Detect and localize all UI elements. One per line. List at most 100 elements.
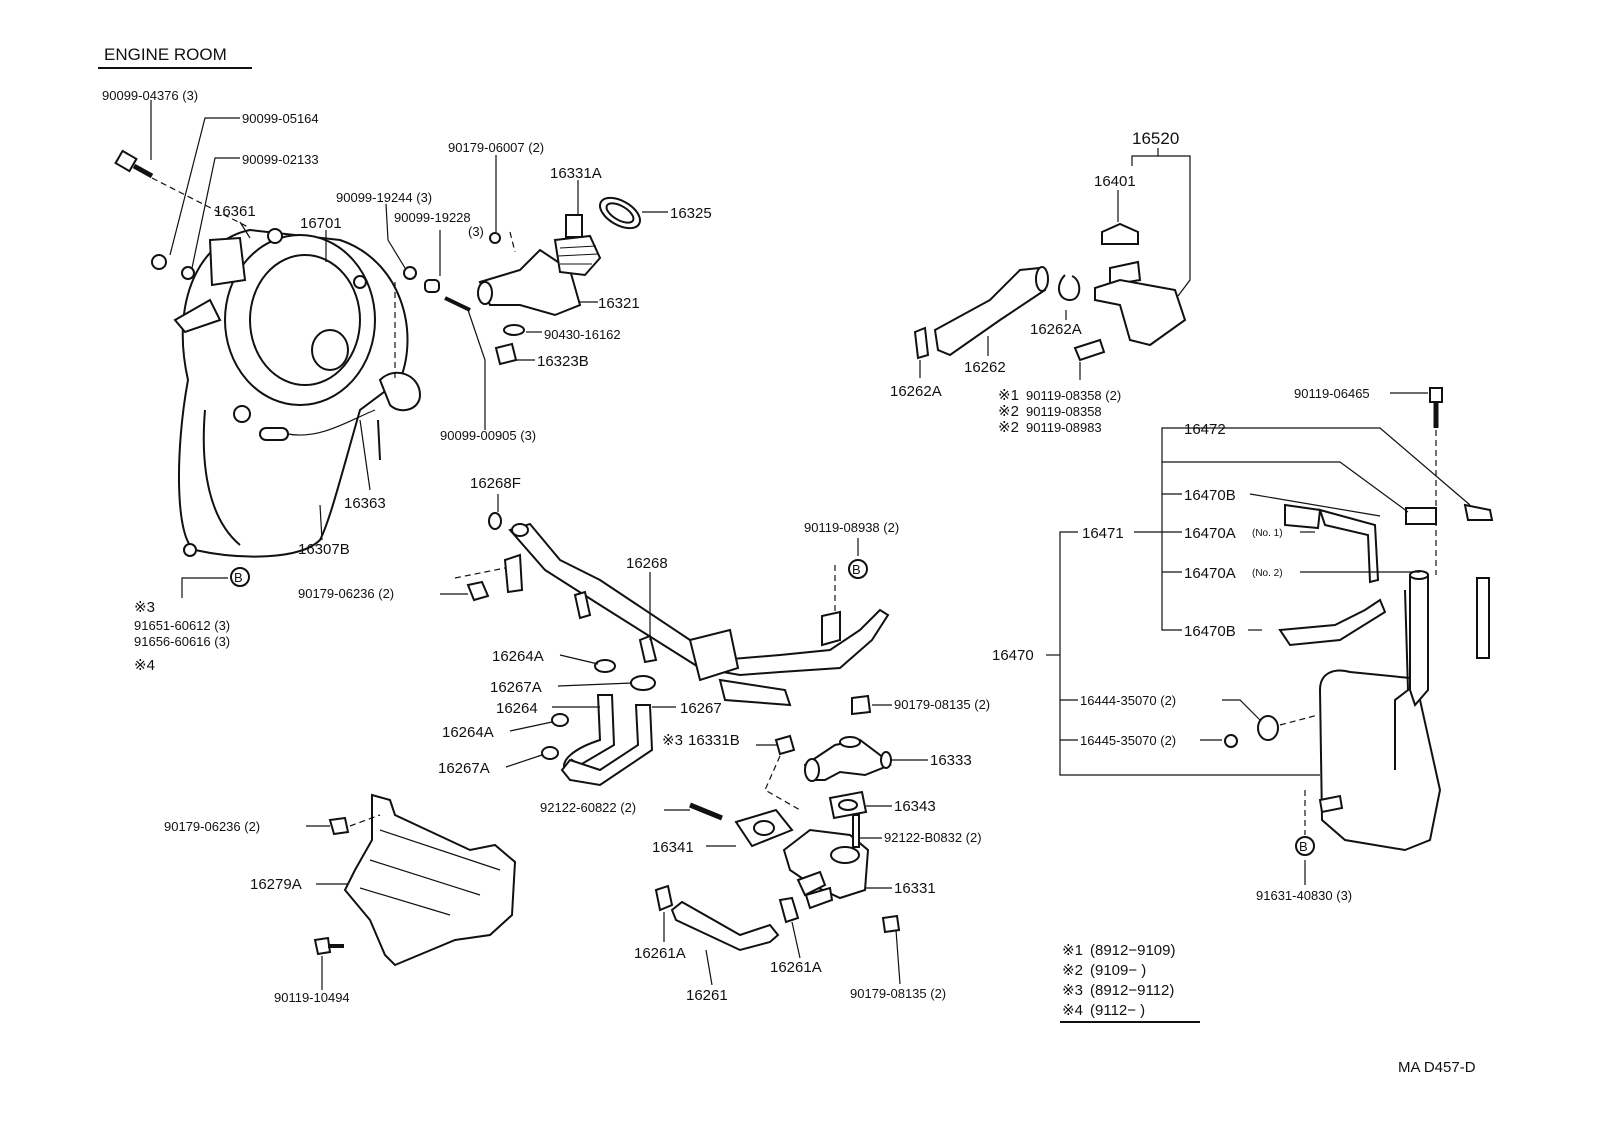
label-16268: 16268 [626,555,668,572]
reserve-tank-drawing [1278,387,1494,852]
heater-hoses-drawing [541,659,656,787]
bypass-pipe-drawing [503,522,890,707]
label-91651-60612: 91651-60612 (3) [134,618,230,633]
label-16361: 16361 [214,203,256,220]
label-90099-02133: 90099-02133 [242,152,319,167]
label-16267a-1: 16267A [490,679,542,696]
label-16470b-top: 16470B [1184,487,1236,504]
collar-icon [424,279,440,293]
label-16261: 16261 [686,987,728,1004]
mark-s2a: ※2 [998,403,1019,420]
label-16307b: 16307B [298,541,350,558]
label-16323b: 16323B [537,353,589,370]
label-16520: 16520 [1132,129,1179,148]
label-16325: 16325 [670,205,712,222]
label-16264a-1: 16264A [492,648,544,665]
bolt-icon [114,149,154,179]
label-90179-06236-low: 90179-06236 (2) [164,819,260,834]
mark-3b: ※3 [662,732,683,749]
label-90119-08983: 90119-08983 [1026,420,1102,435]
clamp-icon [1257,715,1279,741]
figure-code: MA D457-D [1398,1059,1476,1076]
label-16343: 16343 [894,798,936,815]
label-16341: 16341 [652,839,694,856]
label-90119-06465: 90119-06465 [1294,386,1370,401]
label-91656-60616: 91656-60616 (3) [134,634,230,649]
label-90099-19228-qty: (3) [468,224,484,239]
bolt-icon [444,296,471,312]
label-16321: 16321 [598,295,640,312]
water-outlet-drawing [477,196,641,366]
label-90119-08358-s1: 90119-08358 (2) [1026,388,1121,403]
label-90099-00905: 90099-00905 (3) [440,428,536,443]
label-16279a: 16279A [250,876,302,893]
label-16331a: 16331A [550,165,602,182]
o-ring-icon [488,512,502,530]
label-16264: 16264 [496,700,538,717]
label-90179-06236-mid: 90179-06236 (2) [298,586,394,601]
clip-icon [1224,734,1238,748]
label-16267a-2: 16267A [438,760,490,777]
label-90179-06007: 90179-06007 (2) [448,140,544,155]
label-90430-16162: 90430-16162 [544,327,621,342]
label-90119-10494: 90119-10494 [274,990,350,1005]
diagram-title: ENGINE ROOM [104,45,227,64]
legend-range-1: (8912−9109) [1090,942,1176,959]
label-16331: 16331 [894,880,936,897]
legend-range-4: (9112− ) [1090,1002,1145,1019]
label-90179-08135-b: 90179-08135 (2) [850,986,946,1001]
ref-b-circle [848,559,868,579]
filler-hose-drawing [913,222,1187,362]
label-no1: (No. 1) [1252,528,1283,539]
label-16262: 16262 [964,359,1006,376]
label-92122-60822: 92122-60822 (2) [540,800,636,815]
label-16264a-2: 16264A [442,724,494,741]
label-16262a-top: 16262A [1030,321,1082,338]
label-16333: 16333 [930,752,972,769]
legend-mark-3: ※3 [1062,982,1083,999]
label-90119-08358-s2: 90119-08358 [1026,404,1102,419]
label-16470a-no1: 16470A [1184,525,1236,542]
ref-b-circle [230,567,250,587]
label-16472: 16472 [1184,421,1226,438]
label-no2: (No. 2) [1252,568,1283,579]
mark-s2b: ※2 [998,419,1019,436]
fan-shroud-drawing [173,228,422,558]
legend-mark-2: ※2 [1062,962,1083,979]
label-16470b-bot: 16470B [1184,623,1236,640]
mark-4: ※4 [134,657,155,674]
label-90119-08938: 90119-08938 (2) [804,520,899,535]
label-90099-19244: 90099-19244 (3) [336,190,432,205]
label-16261a-right: 16261A [770,959,822,976]
label-16470a-no2: 16470A [1184,565,1236,582]
label-16261a-left: 16261A [634,945,686,962]
label-16363: 16363 [344,495,386,512]
lower-hose-drawing [654,884,800,952]
legend-range-3: (8912−9112) [1090,982,1174,999]
washer-icon [403,266,417,280]
label-16267: 16267 [680,700,722,717]
legend-mark-1: ※1 [1062,942,1083,959]
nut-icon [151,254,167,270]
label-90099-05164: 90099-05164 [242,111,319,126]
label-16268f: 16268F [470,475,521,492]
label-16444-35070: 16444-35070 (2) [1080,693,1176,708]
label-16331b: 16331B [688,732,740,749]
water-inlet-drawing [689,694,901,934]
ref-b-text: B [1299,839,1308,854]
label-16471: 16471 [1082,525,1124,542]
label-16262a-left: 16262A [890,383,942,400]
label-90179-08135-a: 90179-08135 (2) [894,697,990,712]
washer-icon [181,266,195,280]
label-92122-b0832: 92122-B0832 (2) [884,830,982,845]
label-90099-04376: 90099-04376 (3) [102,88,198,103]
label-90099-19228: 90099-19228 [394,210,471,225]
label-16470: 16470 [992,647,1034,664]
ref-b-text: B [852,562,861,577]
label-91631-40830: 91631-40830 (3) [1256,888,1352,903]
ref-b-circle [1295,836,1315,856]
mark-3: ※3 [134,599,155,616]
ref-b-text: B [234,570,243,585]
nut-icon [466,580,490,602]
